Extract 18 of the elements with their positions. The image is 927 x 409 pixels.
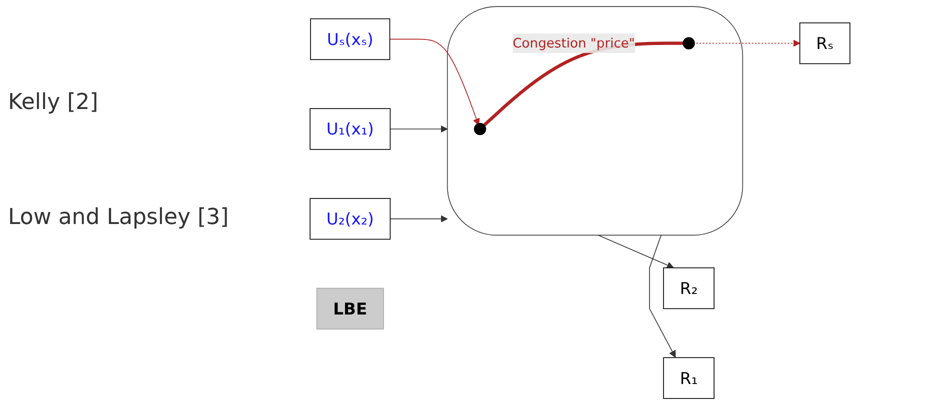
node-box: R₁	[663, 357, 714, 399]
node-box: Uₛ(xₛ)	[310, 18, 390, 60]
citation-text: Kelly [2]	[8, 90, 100, 115]
node-box: LBE	[316, 288, 384, 330]
node-circle	[682, 37, 695, 50]
node-box: U₁(x₁)	[310, 108, 391, 150]
citation-text: Low and Lapsley [3]	[8, 205, 230, 230]
arrow	[390, 215, 448, 222]
node-box: Rₛ	[799, 22, 850, 64]
arrow	[390, 125, 448, 133]
arrow	[598, 234, 674, 269]
node-circle	[474, 122, 486, 136]
arrow	[649, 234, 676, 358]
cluster	[446, 6, 744, 236]
node-box: R₂	[663, 267, 714, 310]
node-box: U₂(x₂)	[310, 198, 391, 240]
arrow	[389, 38, 480, 126]
edge-label: Congestion "price"	[512, 35, 635, 51]
